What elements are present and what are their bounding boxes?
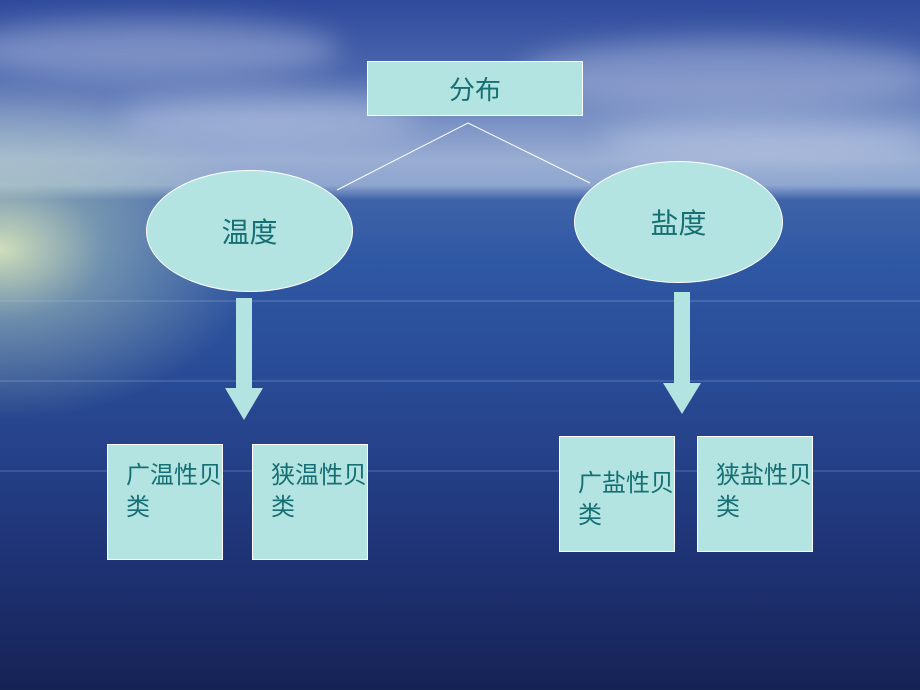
stenothermal-node: 狭温性贝类 bbox=[252, 444, 368, 560]
connector-line-left bbox=[336, 122, 469, 191]
temperature-node-label: 温度 bbox=[221, 216, 278, 249]
down-arrow-left bbox=[225, 298, 263, 420]
stenothermal-node-label: 狭温性贝类 bbox=[271, 461, 367, 521]
euryhaline-node: 广盐性贝类 bbox=[559, 436, 675, 552]
root-node: 分布 bbox=[367, 61, 583, 116]
cloud bbox=[0, 20, 340, 80]
connector-line-right bbox=[467, 122, 591, 184]
eurythermal-node: 广温性贝类 bbox=[107, 444, 223, 560]
salinity-node: 盐度 bbox=[574, 161, 783, 283]
cloud bbox=[520, 40, 920, 110]
sea-glint bbox=[0, 470, 920, 472]
sea-glint bbox=[0, 300, 920, 302]
stenohaline-node-label: 狭盐性贝类 bbox=[716, 461, 812, 521]
eurythermal-node-label: 广温性贝类 bbox=[126, 461, 222, 521]
down-arrow-right bbox=[663, 292, 701, 414]
root-node-label: 分布 bbox=[448, 76, 501, 106]
sea-glint bbox=[0, 380, 920, 382]
cloud bbox=[600, 120, 920, 160]
euryhaline-node-label: 广盐性贝类 bbox=[578, 469, 674, 529]
stenohaline-node: 狭盐性贝类 bbox=[697, 436, 813, 552]
temperature-node: 温度 bbox=[146, 170, 353, 292]
salinity-node-label: 盐度 bbox=[650, 207, 707, 240]
